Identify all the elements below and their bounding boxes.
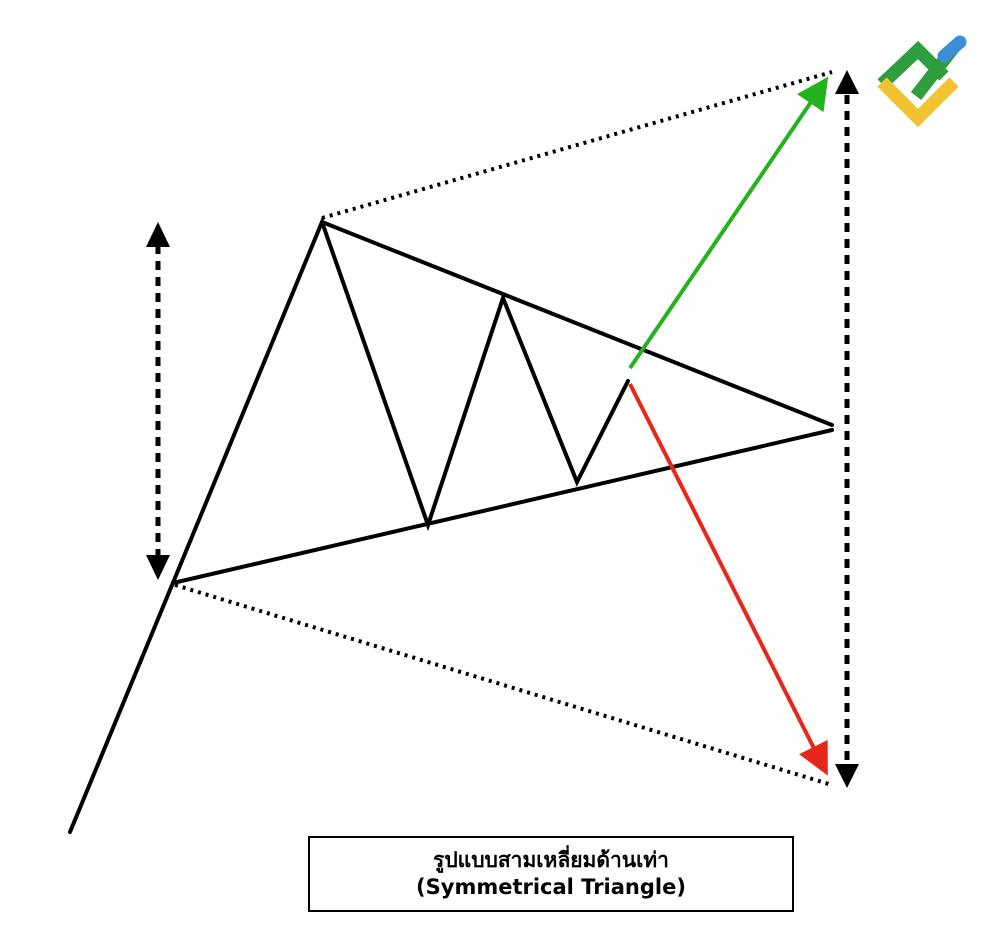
pattern-caption: รูปแบบสามเหลี่ยมด้านเท่า (Symmetrical Tr… [308,836,794,912]
lower-trendline [171,428,834,585]
upper-trendline [320,220,834,427]
breakout-up-arrow [628,76,829,370]
arrow-up-head [835,70,859,94]
caption-thai-title: รูปแบบสามเหลี่ยมด้านเท่า [433,848,669,872]
upper-projection-dotted-line [321,70,833,220]
caption-english-title: (Symmetrical Triangle) [416,875,686,899]
arrow-down-head [146,555,170,580]
target-range-arrow [835,70,859,788]
litefinance-logo-icon [877,35,967,128]
pattern-height-arrow [146,222,170,580]
arrow-up-head [146,222,170,247]
price-path [68,216,630,834]
arrow-down-head [835,764,859,788]
lower-projection-dotted-line [174,583,833,787]
breakout-down-arrow [628,383,828,776]
